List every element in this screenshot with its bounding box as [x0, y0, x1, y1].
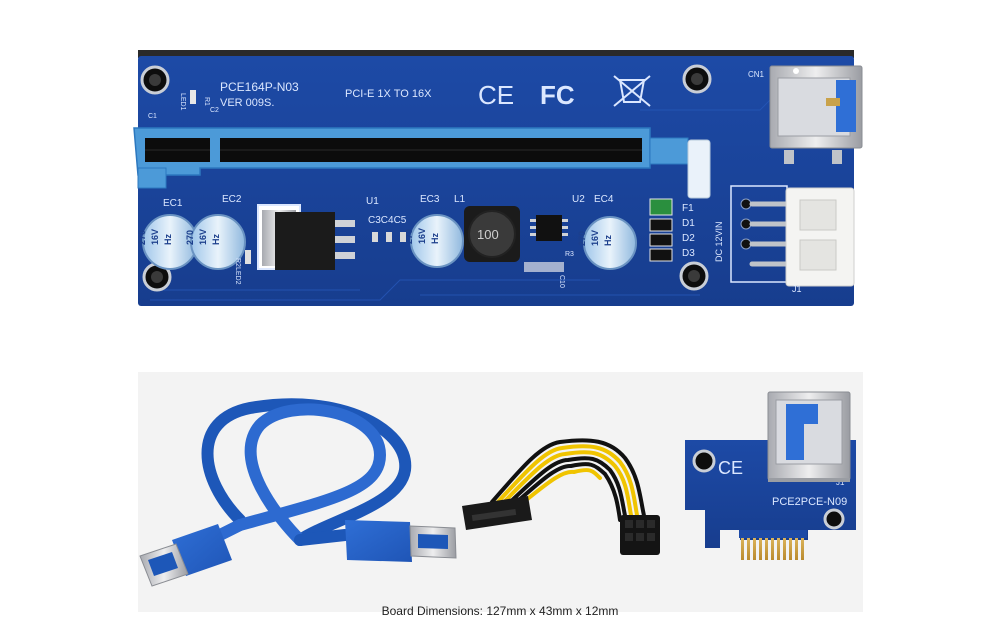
capacitor-ec4: 270 16V Hz: [577, 216, 637, 270]
mounting-hole: [140, 65, 170, 95]
riser-board: PCE164P-N03 VER 009S. PCI-E 1X TO 16X CE…: [133, 50, 863, 306]
ce-mark: CE: [478, 80, 514, 110]
svg-text:16V: 16V: [590, 230, 600, 246]
cn1-label: CN1: [748, 70, 765, 79]
board-version-label: VER 009S.: [220, 97, 274, 109]
adapter-j1-label: J1: [836, 478, 845, 487]
r3-label: R3: [565, 251, 574, 258]
diode-d3: [649, 248, 673, 262]
adapter-model-label: PCE2PCE-N09: [772, 496, 847, 508]
ec1-label: EC1: [163, 198, 183, 209]
d3-label: D3: [682, 248, 695, 259]
f1-label: F1: [682, 203, 694, 214]
ec3-label: EC3: [420, 194, 440, 205]
svg-text:Hz: Hz: [603, 235, 613, 246]
r2-led2-label: R2LED2: [234, 258, 241, 285]
sata-to-6pin-cable: [462, 438, 660, 555]
svg-text:270: 270: [404, 229, 414, 244]
six-pin-power-connector[interactable]: [730, 185, 855, 287]
led1-label: LED1: [179, 93, 186, 111]
mounting-hole: [679, 261, 709, 291]
c3c4c5-label: C3C4C5: [368, 215, 407, 226]
capacitor-ec3: 270 16V Hz: [404, 214, 464, 268]
controller-chip-u2: [530, 215, 568, 241]
r1-label: R1: [203, 97, 210, 106]
c1-label: C1: [148, 113, 157, 120]
voltage-regulator-u1: [257, 204, 355, 270]
dc-12vin-label: DC 12VIN: [714, 221, 724, 262]
svg-text:16V: 16V: [198, 229, 208, 245]
mounting-hole: [682, 64, 712, 94]
fuse-f1: [649, 198, 673, 216]
ec2-label: EC2: [222, 194, 242, 205]
board-spec-label: PCI-E 1X TO 16X: [345, 88, 432, 100]
c10-label: C10: [558, 275, 565, 288]
l1-label: L1: [454, 194, 466, 205]
svg-text:270: 270: [137, 230, 147, 245]
usb3-port[interactable]: [769, 65, 863, 164]
capacitor-ec2: 270 16V Hz: [185, 214, 246, 270]
j1-label: J1: [792, 284, 802, 294]
svg-text:16V: 16V: [417, 228, 427, 244]
board-dimensions-caption: Board Dimensions: 127mm x 43mm x 12mm: [381, 604, 619, 618]
fcc-mark: FC: [540, 80, 575, 110]
svg-text:270: 270: [185, 230, 195, 245]
weee-bin-icon: [613, 75, 651, 107]
svg-text:Hz: Hz: [430, 233, 440, 244]
svg-text:16V: 16V: [150, 229, 160, 245]
svg-text:Hz: Hz: [163, 234, 173, 245]
u1-label: U1: [366, 196, 379, 207]
pcie-x1-adapter-card: CE PCE2PCE-N09 J1: [685, 391, 856, 560]
adapter-ce-mark: CE: [718, 458, 743, 478]
d1-label: D1: [682, 218, 695, 229]
usb3-cable: [201, 398, 412, 546]
diode-d1: [649, 218, 673, 232]
svg-text:270: 270: [577, 231, 587, 246]
u2-label: U2: [572, 194, 585, 205]
d2-label: D2: [682, 233, 695, 244]
pcie-x16-slot[interactable]: [133, 127, 711, 199]
diode-d2: [649, 233, 673, 247]
usb-plug-right: [345, 520, 457, 562]
c2-label: C2: [210, 107, 219, 114]
adapter-usb3-port[interactable]: [767, 391, 851, 482]
board-model-label: PCE164P-N03: [220, 80, 299, 94]
inductor-l1: 100: [464, 206, 520, 262]
inductor-value: 100: [477, 227, 499, 242]
svg-text:Hz: Hz: [211, 234, 221, 245]
usb-plug-left: [139, 524, 232, 587]
ec4-label: EC4: [594, 194, 614, 205]
